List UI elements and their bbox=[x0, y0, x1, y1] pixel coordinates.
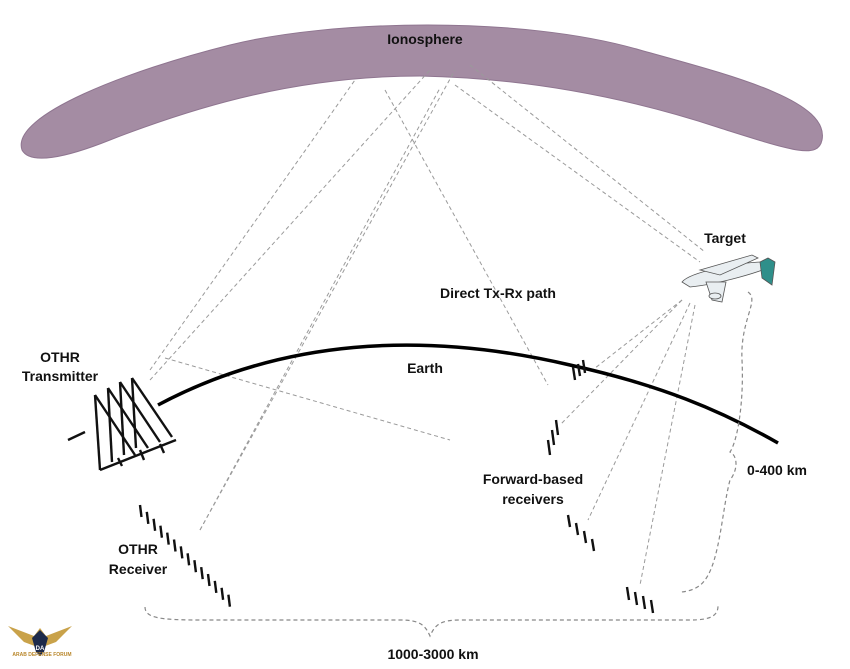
earth-label: Earth bbox=[407, 360, 443, 376]
forward-receiver-bottom bbox=[625, 586, 655, 614]
forum-logo: DA bbox=[8, 626, 72, 656]
forum-logo-text: ARAB DEFENSE FORUM bbox=[12, 652, 72, 658]
direct-path-label: Direct Tx-Rx path bbox=[440, 285, 556, 301]
ionosphere-label: Ionosphere bbox=[387, 31, 463, 47]
receiver-element bbox=[145, 511, 150, 525]
target-aircraft-icon bbox=[681, 254, 776, 303]
forward-receiver-on-earth bbox=[571, 359, 587, 381]
earth-curve bbox=[157, 343, 779, 445]
ground-range-brace bbox=[144, 605, 719, 638]
receiver-element bbox=[172, 539, 177, 552]
receiver-antenna-array bbox=[138, 504, 232, 607]
forward-receiver-middle bbox=[546, 419, 560, 456]
height-range-brace bbox=[679, 291, 753, 593]
target-label: Target bbox=[704, 230, 746, 246]
receiver-element bbox=[193, 560, 198, 573]
receiver-element bbox=[206, 573, 211, 587]
receiver-element bbox=[179, 546, 184, 559]
svg-text:DA: DA bbox=[36, 646, 45, 652]
transmitter-label-line2: Transmitter bbox=[22, 368, 99, 384]
forward-receivers-label-line2: receivers bbox=[502, 491, 564, 507]
receiver-element bbox=[159, 525, 164, 538]
propagation-paths bbox=[149, 64, 706, 586]
ionosphere-band bbox=[20, 24, 823, 159]
ground-range-label: 1000-3000 km bbox=[387, 646, 478, 662]
receiver-element bbox=[138, 504, 143, 518]
receiver-element bbox=[220, 587, 225, 600]
transmitter-label-line1: OTHR bbox=[40, 349, 80, 365]
receiver-element bbox=[166, 532, 170, 545]
receiver-label-line1: OTHR bbox=[118, 541, 158, 557]
receiver-element bbox=[200, 566, 204, 580]
receiver-element bbox=[186, 553, 191, 566]
transmitter-antenna-array bbox=[67, 377, 177, 472]
receiver-element bbox=[213, 580, 218, 594]
receiver-element bbox=[227, 594, 232, 607]
receiver-label-line2: Receiver bbox=[109, 561, 168, 577]
height-range-label: 0-400 km bbox=[747, 462, 807, 478]
forward-receivers-label-line1: Forward-based bbox=[483, 471, 583, 487]
forward-receiver-lower bbox=[566, 514, 596, 552]
receiver-element bbox=[152, 518, 157, 531]
